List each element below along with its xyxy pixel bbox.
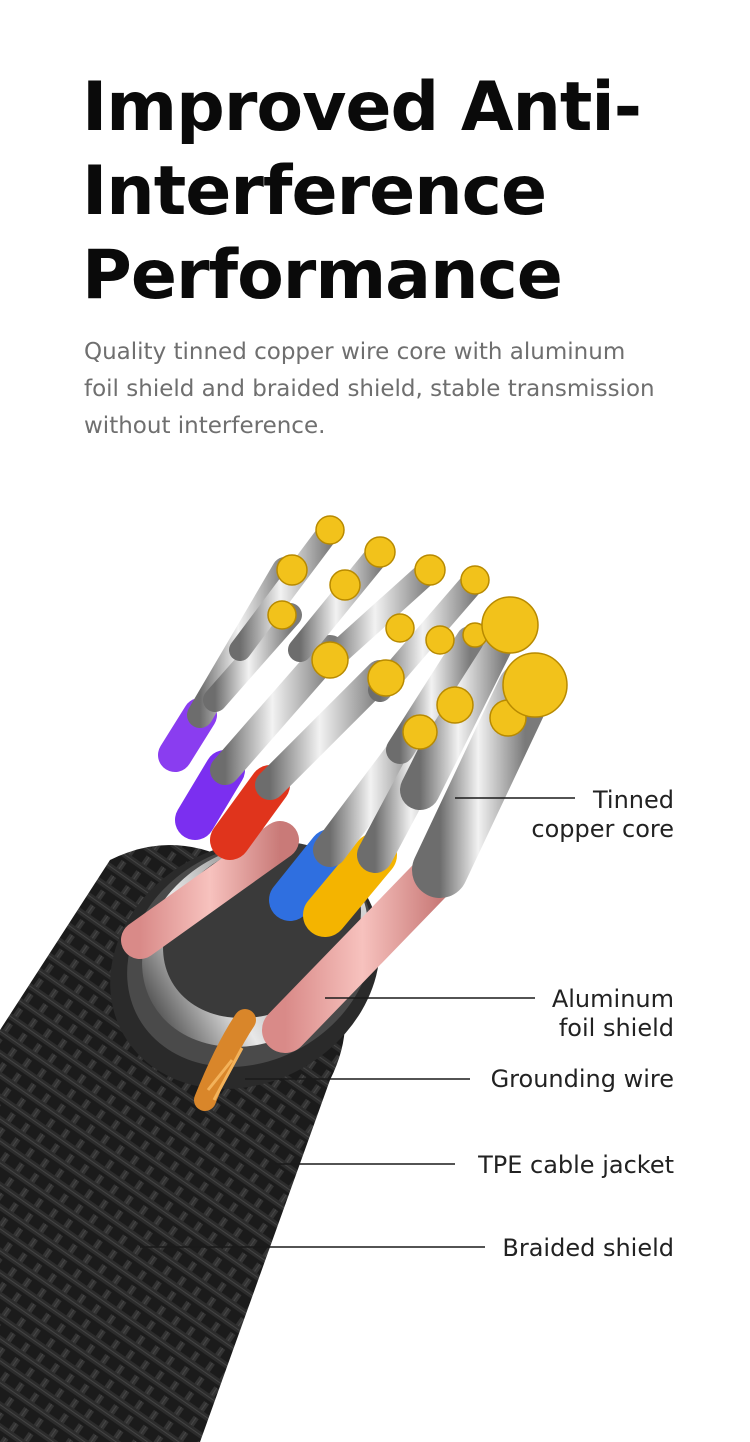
page-title: Improved Anti- Interference Performance: [82, 66, 722, 318]
tinned-wire-tips: [267, 515, 568, 750]
callout-line: Aluminum: [551, 985, 674, 1013]
callout-line: TPE cable jacket: [478, 1151, 674, 1179]
callout-aluminum-foil-shield: Aluminum foil shield: [552, 985, 674, 1043]
callout-braided-shield: Braided shield: [502, 1234, 674, 1263]
callout-line: Braided shield: [502, 1234, 674, 1262]
callout-tinned-copper-core: Tinned copper core: [531, 786, 674, 844]
callout-line: Tinned: [592, 786, 674, 814]
cable-cross-section-illustration: [0, 515, 575, 1442]
grounding-wire: [194, 1009, 256, 1111]
subtitle-line-3: without interference.: [84, 413, 326, 439]
callout-line: foil shield: [558, 1014, 674, 1042]
callout-leader-lines: [140, 797, 575, 1248]
title-line-1: Improved Anti-: [82, 68, 642, 147]
title-line-3: Performance: [82, 236, 563, 315]
page-subtitle: Quality tinned copper wire core with alu…: [84, 334, 724, 445]
callout-grounding-wire: Grounding wire: [491, 1065, 674, 1094]
callout-line: Grounding wire: [490, 1065, 674, 1093]
subtitle-line-1: Quality tinned copper wire core with alu…: [84, 339, 626, 365]
pink-conductors: [121, 821, 463, 1053]
subtitle-line-2: foil shield and braided shield, stable t…: [84, 376, 655, 402]
title-line-2: Interference: [82, 152, 547, 231]
callout-tpe-cable-jacket: TPE cable jacket: [478, 1151, 674, 1180]
callout-line: copper core: [531, 815, 674, 843]
